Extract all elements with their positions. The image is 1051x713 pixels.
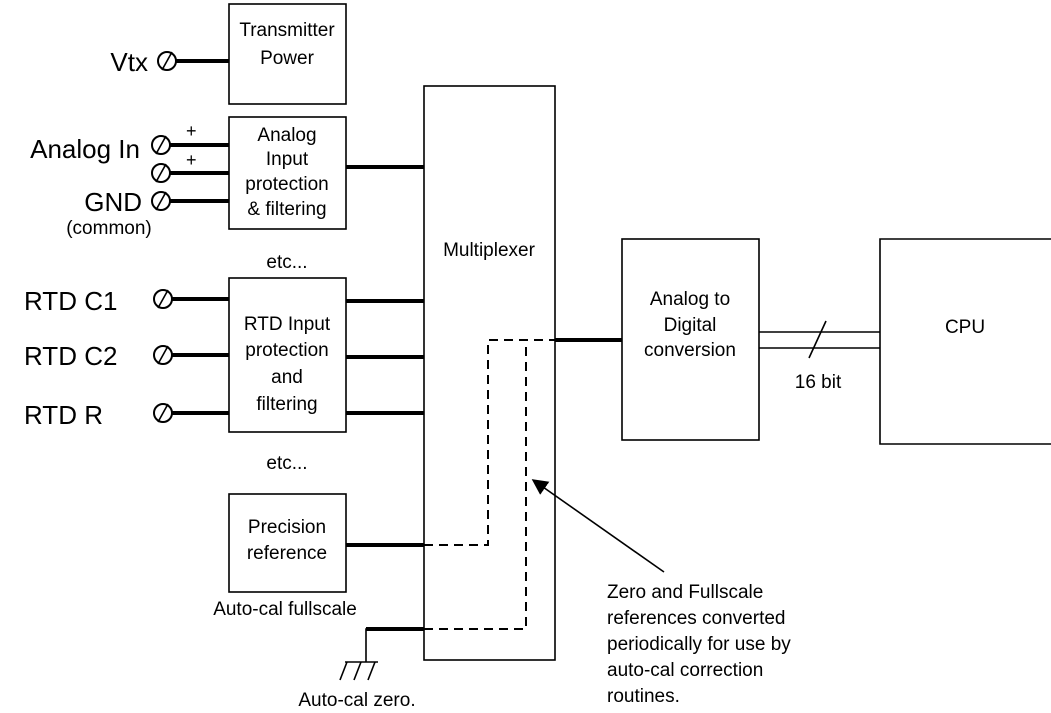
adc-line-2: Digital — [664, 315, 717, 336]
analog-input-protection-line-2: Input — [266, 149, 309, 170]
auto-cal-zero-label: Auto-cal zero. — [298, 690, 415, 711]
sixteen-bit-bus — [759, 320, 880, 359]
rtd-input-protection-line-3: and — [271, 367, 303, 388]
rtd-c2-label: RTD C2 — [24, 341, 117, 371]
adc-line-3: conversion — [644, 340, 736, 361]
rtd-input-protection-line-2: protection — [245, 340, 328, 361]
precision-reference-line-1: Precision — [248, 517, 326, 538]
analog-input-protection-block: Analog Input protection & filtering — [228, 116, 347, 230]
multiplexer-label: Multiplexer — [443, 240, 536, 261]
rtd-input-protection-block: RTD Input protection and filtering — [228, 277, 347, 433]
gnd-terminal-icon — [151, 191, 171, 211]
etc-label-1: etc... — [266, 252, 307, 273]
plus-sign-1: + — [186, 121, 197, 141]
zero-dashed-path — [424, 340, 527, 630]
note-line-1: Zero and Fullscale — [607, 582, 763, 603]
analog-in-minus-terminal-icon — [151, 163, 171, 183]
rtd-c1-label: RTD C1 — [24, 286, 117, 316]
rtd-input-protection-line-4: filtering — [256, 394, 317, 415]
adc-block: Analog to Digital conversion — [621, 238, 760, 441]
vtx-label: Vtx — [110, 47, 148, 77]
vtx-terminal-icon — [157, 51, 177, 71]
bus-width-label: 16 bit — [795, 372, 842, 393]
rtd-c1-terminal-icon — [153, 289, 173, 309]
rtd-r-terminal-icon — [153, 403, 173, 423]
analog-input-protection-line-3: protection — [245, 174, 328, 195]
auto-cal-note: Zero and Fullscale references converted … — [607, 582, 791, 707]
transmitter-power-line-1: Transmitter — [239, 20, 335, 41]
analog-input-protection-line-1: Analog — [257, 125, 316, 146]
note-line-3: periodically for use by — [607, 634, 791, 655]
precision-reference-line-2: reference — [247, 543, 327, 564]
note-line-5: routines. — [607, 686, 680, 707]
auto-cal-fullscale-label: Auto-cal fullscale — [213, 599, 357, 620]
analog-in-terminal-icon — [151, 135, 171, 155]
rtd-input-protection-line-1: RTD Input — [244, 314, 331, 335]
fullscale-dashed-path — [424, 339, 556, 546]
multiplexer-block: Multiplexer — [423, 85, 556, 661]
analog-input-protection-line-4: & filtering — [247, 199, 326, 220]
note-arrow — [531, 479, 665, 573]
plus-sign-2: + — [186, 150, 197, 170]
analog-in-label: Analog In — [30, 134, 140, 164]
common-label: (common) — [66, 218, 152, 239]
etc-label-2: etc... — [266, 453, 307, 474]
transmitter-power-block: Transmitter Power — [228, 3, 347, 105]
gnd-label: GND — [84, 187, 142, 217]
note-line-2: references converted — [607, 608, 786, 629]
precision-reference-block: Precision reference — [228, 493, 347, 593]
cpu-block: CPU — [879, 238, 1051, 445]
transmitter-power-line-2: Power — [260, 48, 315, 69]
rtd-c2-terminal-icon — [153, 345, 173, 365]
cpu-label: CPU — [945, 317, 985, 338]
ground-icon — [339, 627, 424, 681]
rtd-r-label: RTD R — [24, 400, 103, 430]
note-line-4: auto-cal correction — [607, 660, 763, 681]
adc-line-1: Analog to — [650, 289, 730, 310]
